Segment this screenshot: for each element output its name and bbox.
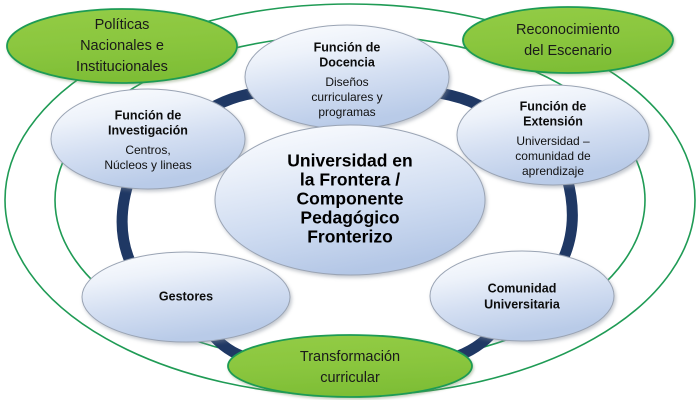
extension-title-line-1: Función de: [520, 99, 587, 113]
gestores-ellipse-shape: [81, 251, 291, 343]
extension-title-line-2: Extensión: [523, 114, 583, 128]
investigacion-sub-line-1: Centros,: [125, 143, 170, 157]
docencia-sub-line-3: programas: [318, 105, 375, 119]
comunidad-title-line-2: Universitaria: [484, 297, 561, 311]
investigacion-sub-line-2: Núcleos y lineas: [104, 158, 191, 172]
reconocimiento-ellipse-shape: [462, 6, 674, 74]
node-funcion-extension[interactable]: Función de Extensión Universidad – comun…: [456, 84, 650, 186]
docencia-sub-line-1: Diseños: [325, 75, 368, 89]
investigacion-ellipse-shape: [50, 88, 246, 190]
node-gestores[interactable]: Gestores: [81, 251, 291, 343]
investigacion-title-line-1: Función de: [115, 108, 182, 122]
comunidad-title-line-1: Comunidad: [488, 281, 557, 295]
center-line-5: Fronterizo: [307, 227, 393, 247]
node-politicas-nacionales-institucionales[interactable]: Políticas Nacionales e Institucionales: [6, 8, 238, 84]
extension-sub-line-1: Universidad –: [516, 134, 590, 148]
transformacion-line-1: Transformación: [300, 349, 400, 365]
docencia-title-line-2: Docencia: [319, 55, 376, 69]
gestores-title-line-1: Gestores: [159, 289, 213, 303]
node-comunidad-universitaria[interactable]: Comunidad Universitaria: [429, 250, 615, 342]
politicas-line-1: Políticas: [95, 17, 150, 33]
docencia-title-line-1: Función de: [314, 40, 381, 54]
politicas-line-3: Institucionales: [76, 59, 168, 75]
transformacion-line-2: curricular: [320, 370, 380, 386]
extension-ellipse-shape: [456, 84, 650, 186]
extension-sub-line-2: comunidad de: [515, 149, 591, 163]
reconocimiento-line-2: del Escenario: [524, 43, 612, 59]
node-reconocimiento-escenario[interactable]: Reconocimiento del Escenario: [462, 6, 674, 74]
extension-sub-line-3: aprendizaje: [522, 164, 584, 178]
node-transformacion-curricular[interactable]: Transformación curricular: [227, 334, 473, 398]
center-line-3: Componente: [297, 189, 404, 209]
transformacion-ellipse-shape: [227, 334, 473, 398]
center-line-1: Universidad en: [287, 151, 412, 171]
reconocimiento-line-1: Reconocimiento: [516, 22, 620, 38]
politicas-line-2: Nacionales e: [80, 38, 164, 54]
center-line-2: la Frontera /: [300, 170, 400, 190]
node-funcion-investigacion[interactable]: Función de Investigación Centros, Núcleo…: [50, 88, 246, 190]
center-ellipse-shape: [214, 124, 486, 276]
node-funcion-docencia[interactable]: Función de Docencia Diseños curriculares…: [244, 24, 450, 130]
center-line-4: Pedagógico: [300, 208, 399, 228]
docencia-sub-line-2: curriculares y: [311, 90, 382, 104]
comunidad-ellipse-shape: [429, 250, 615, 342]
investigacion-title-line-2: Investigación: [108, 123, 188, 137]
politicas-ellipse-shape: [6, 8, 238, 84]
node-center-universidad-frontera[interactable]: Universidad en la Frontera / Componente …: [214, 124, 486, 276]
